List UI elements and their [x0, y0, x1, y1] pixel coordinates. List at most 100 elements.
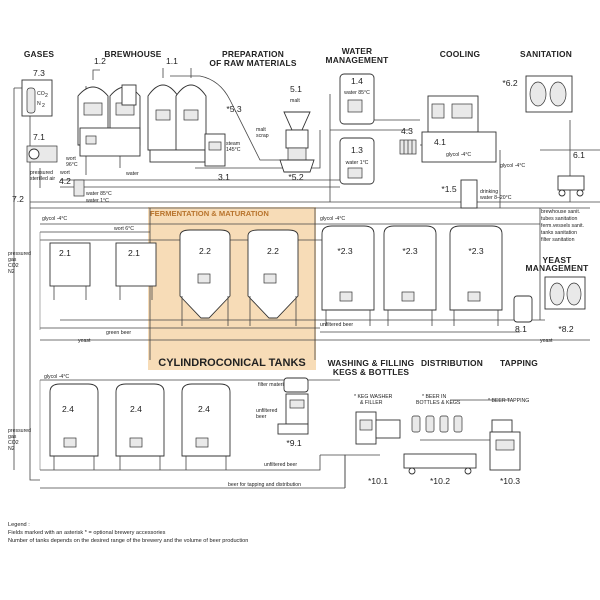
unit-5-3-malt-silo: *5.3 steam 145°C [226, 104, 242, 153]
heading-brewhouse: BREWHOUSE [104, 49, 161, 59]
svg-text:7.3: 7.3 [33, 68, 45, 78]
svg-text:145°C: 145°C [226, 147, 241, 153]
heading-distribution: DISTRIBUTION [421, 358, 483, 368]
svg-text:drinking: drinking [480, 189, 498, 195]
svg-text:water 8–20°C: water 8–20°C [480, 195, 512, 201]
svg-text:8.1: 8.1 [515, 324, 527, 334]
svg-text:& FILLER: & FILLER [360, 400, 383, 406]
unit-5-1-malt-mill: 5.1 malt *5.2 [279, 84, 315, 182]
svg-text:*10.1: *10.1 [368, 476, 388, 486]
heading-tapping: TAPPING [500, 358, 538, 368]
svg-text:CO: CO [37, 91, 45, 97]
unit-10-3-beer-tapping: * BEER TAPPING *10.3 [488, 398, 529, 486]
unit-2-3-maturation-tank-a: *2.3 [321, 225, 375, 326]
unit-10-1-keg-washer: * KEG WASHER & FILLER *10.1 [354, 394, 401, 486]
svg-text:2.2: 2.2 [199, 246, 211, 256]
svg-text:1.4: 1.4 [351, 76, 363, 86]
svg-text:filter sanitation: filter sanitation [541, 237, 575, 243]
svg-text:*8.2: *8.2 [558, 324, 574, 334]
svg-text:steam: steam [226, 141, 240, 147]
pressured-gas-label-1: N2 [8, 269, 15, 275]
unit-2-3-maturation-tank-b: *2.3 [383, 225, 437, 326]
svg-text:1.2: 1.2 [94, 56, 106, 66]
pressured-gas-label-2: N2 [8, 446, 15, 452]
svg-text:*1.5: *1.5 [441, 184, 457, 194]
svg-text:filter material: filter material [258, 382, 288, 388]
svg-text:water 1°C: water 1°C [86, 198, 109, 204]
svg-text:6.1: 6.1 [573, 150, 585, 160]
green-beer-label: green beer [106, 330, 131, 336]
unit-6-2-sanitation-station: *6.2 [502, 75, 573, 113]
unit-4-2-plate-cooler: 4.2 water 85°C water 1°C wort water [59, 170, 139, 204]
heading-yeast-line2: MANAGEMENT [526, 263, 590, 273]
svg-text:*6.2: *6.2 [502, 78, 518, 88]
heading-cooling: COOLING [440, 49, 480, 59]
unfiltered-beer-bottom-label: unfiltered beer [264, 462, 297, 468]
svg-text:*5.2: *5.2 [288, 172, 304, 182]
svg-text:*9.1: *9.1 [286, 438, 302, 448]
unit-8-1-yeast-brink: 8.1 [513, 295, 533, 334]
svg-text:Fields marked with an asterisk: Fields marked with an asterisk * = optio… [8, 530, 166, 536]
beer-for-tapping-label: beer for tapping and distribution [228, 482, 301, 488]
svg-text:Legend :: Legend : [8, 522, 30, 528]
svg-text:water 1°C: water 1°C [346, 160, 369, 166]
svg-text:2: 2 [45, 93, 48, 99]
glycol-label-right: glycol -4°C [500, 163, 525, 169]
svg-text:5.1: 5.1 [290, 84, 302, 94]
svg-text:*2.3: *2.3 [468, 246, 484, 256]
svg-text:ferm.vessels sanit.: ferm.vessels sanit. [541, 223, 584, 229]
unit-2-2-cylindroconical-tank-a: 2.2 [179, 229, 231, 326]
heading-sanitation: SANITATION [520, 49, 572, 59]
svg-text:malt: malt [256, 127, 266, 133]
svg-text:tanks sanitation: tanks sanitation [541, 230, 577, 236]
svg-text:water 85°C: water 85°C [344, 90, 370, 96]
heading-preparation-line1: PREPARATION [222, 49, 284, 59]
unit-3-1-steam-generator: 3.1 malt scrap [204, 127, 269, 182]
svg-text:2.4: 2.4 [198, 404, 210, 414]
svg-text:*10.3: *10.3 [500, 476, 520, 486]
svg-text:glycol -4°C: glycol -4°C [446, 152, 471, 158]
svg-text:*2.3: *2.3 [402, 246, 418, 256]
unit-7-3-gas-cylinders: 7.3 CO 2 N 2 [21, 68, 53, 117]
svg-text:4.3: 4.3 [401, 126, 413, 136]
glycol-label-mid: glycol -4°C [320, 216, 345, 222]
glycol-label-lower: glycol -4°C [44, 374, 69, 380]
heading-water-line2: MANAGEMENT [326, 55, 390, 65]
unit-10-2-bottles-kegs: * BEER IN BOTTLES & KEGS *10.2 [403, 394, 477, 486]
svg-text:2.4: 2.4 [130, 404, 142, 414]
unit-1-2-brewhouse: 1.2 wort 96°C [66, 56, 141, 168]
heading-preparation-line2: OF RAW MATERIALS [209, 58, 296, 68]
svg-text:* KEG WASHER: * KEG WASHER [354, 394, 393, 400]
heading-gases: GASES [24, 49, 55, 59]
svg-text:1.3: 1.3 [351, 145, 363, 155]
svg-text:*10.2: *10.2 [430, 476, 450, 486]
unit-1-5-drinking-water: *1.5 drinking water 8–20°C [441, 179, 512, 209]
svg-text:tubes sanitation: tubes sanitation [541, 216, 577, 222]
heading-washing-line1: WASHING & FILLING [328, 358, 415, 368]
svg-text:sterilled air: sterilled air [30, 176, 55, 182]
unit-2-4-bright-beer-tank-b: 2.4 [115, 383, 165, 470]
svg-text:wort: wort [60, 170, 70, 176]
yeast-label-left: yeast [78, 338, 91, 344]
pressured-gas-label-1: CO2 [8, 263, 19, 269]
unit-2-4-bright-beer-tank-c: 2.4 [181, 383, 231, 470]
wort-6c-label: wort 6°C [114, 226, 134, 232]
svg-text:*5.3: *5.3 [226, 104, 242, 114]
svg-text:wort: wort [66, 156, 76, 162]
pressured-gas-label-2: CO2 [8, 440, 19, 446]
pressured-gas-label-2: pressured [8, 428, 31, 434]
cylindroconical-heading: CYLINDROCONICAL TANKS [158, 357, 305, 369]
svg-text:3.1: 3.1 [218, 172, 230, 182]
svg-text:2.1: 2.1 [128, 248, 140, 258]
svg-text:*2.3: *2.3 [337, 246, 353, 256]
svg-text:2: 2 [42, 103, 45, 109]
unit-2-2-cylindroconical-tank-b: 2.2 [247, 229, 299, 326]
unit-1-4-hot-water-tank: 1.4 water 85°C [339, 73, 375, 125]
unit-2-1-wort-tank-b: 2.1 [115, 242, 157, 300]
svg-text:2.1: 2.1 [59, 248, 71, 258]
svg-text:malt: malt [290, 98, 300, 104]
unfiltered-beer-top-label: unfiltered beer [320, 322, 353, 328]
pressured-gas-label-1: gas [8, 257, 17, 263]
svg-text:4.1: 4.1 [434, 137, 446, 147]
unit-4-3-heat-exchanger: 4.3 [399, 126, 417, 155]
